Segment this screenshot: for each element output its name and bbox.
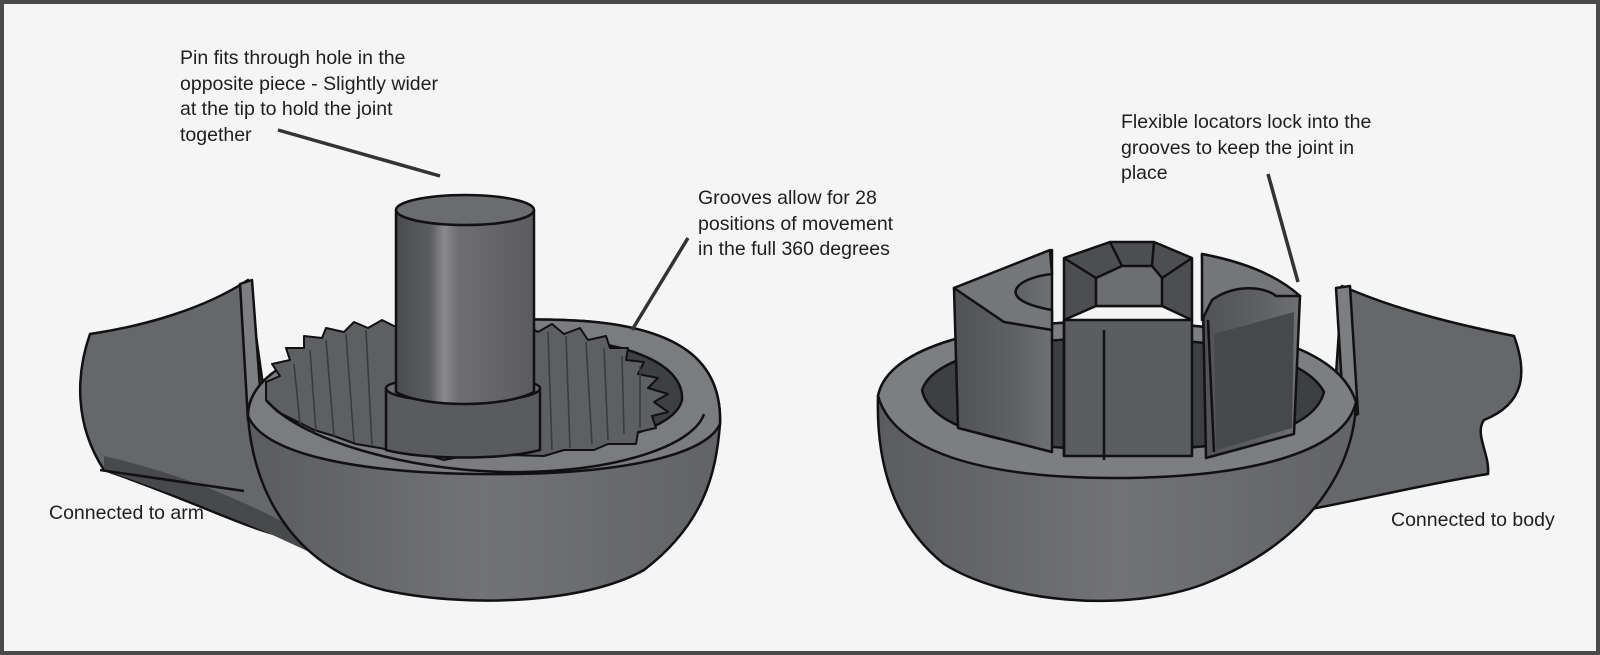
arm-connection-label: Connected to arm <box>49 502 205 524</box>
locator-center <box>1062 318 1194 458</box>
pin-cylinder <box>394 208 536 406</box>
pin-annotation: Pin fits through hole in the opposite pi… <box>180 47 438 146</box>
grooves-annotation: Grooves allow for 28 positions of moveme… <box>698 187 894 260</box>
body-connection-label: Connected to body <box>1391 509 1555 531</box>
pin-collar <box>384 386 542 459</box>
arm-rim-inner-edge <box>265 399 706 474</box>
locators-leader-line <box>1266 173 1300 283</box>
pin-top <box>394 193 536 227</box>
body-side-piece <box>876 240 1523 603</box>
locator-left-top <box>952 248 1054 332</box>
locators-annotation: Flexible locators lock into the grooves … <box>1121 111 1372 184</box>
locator-right-shadow <box>1214 312 1294 450</box>
groove-lines <box>293 329 641 451</box>
arm-wing-lower-shadow <box>104 456 334 564</box>
grooves-leader-line <box>630 237 690 331</box>
arm-wing-lower-edge <box>99 468 245 493</box>
locator-right-top <box>1200 252 1302 322</box>
joint-illustration <box>79 128 1523 603</box>
pin-leader-line <box>277 128 441 178</box>
arm-side-piece <box>79 193 722 602</box>
